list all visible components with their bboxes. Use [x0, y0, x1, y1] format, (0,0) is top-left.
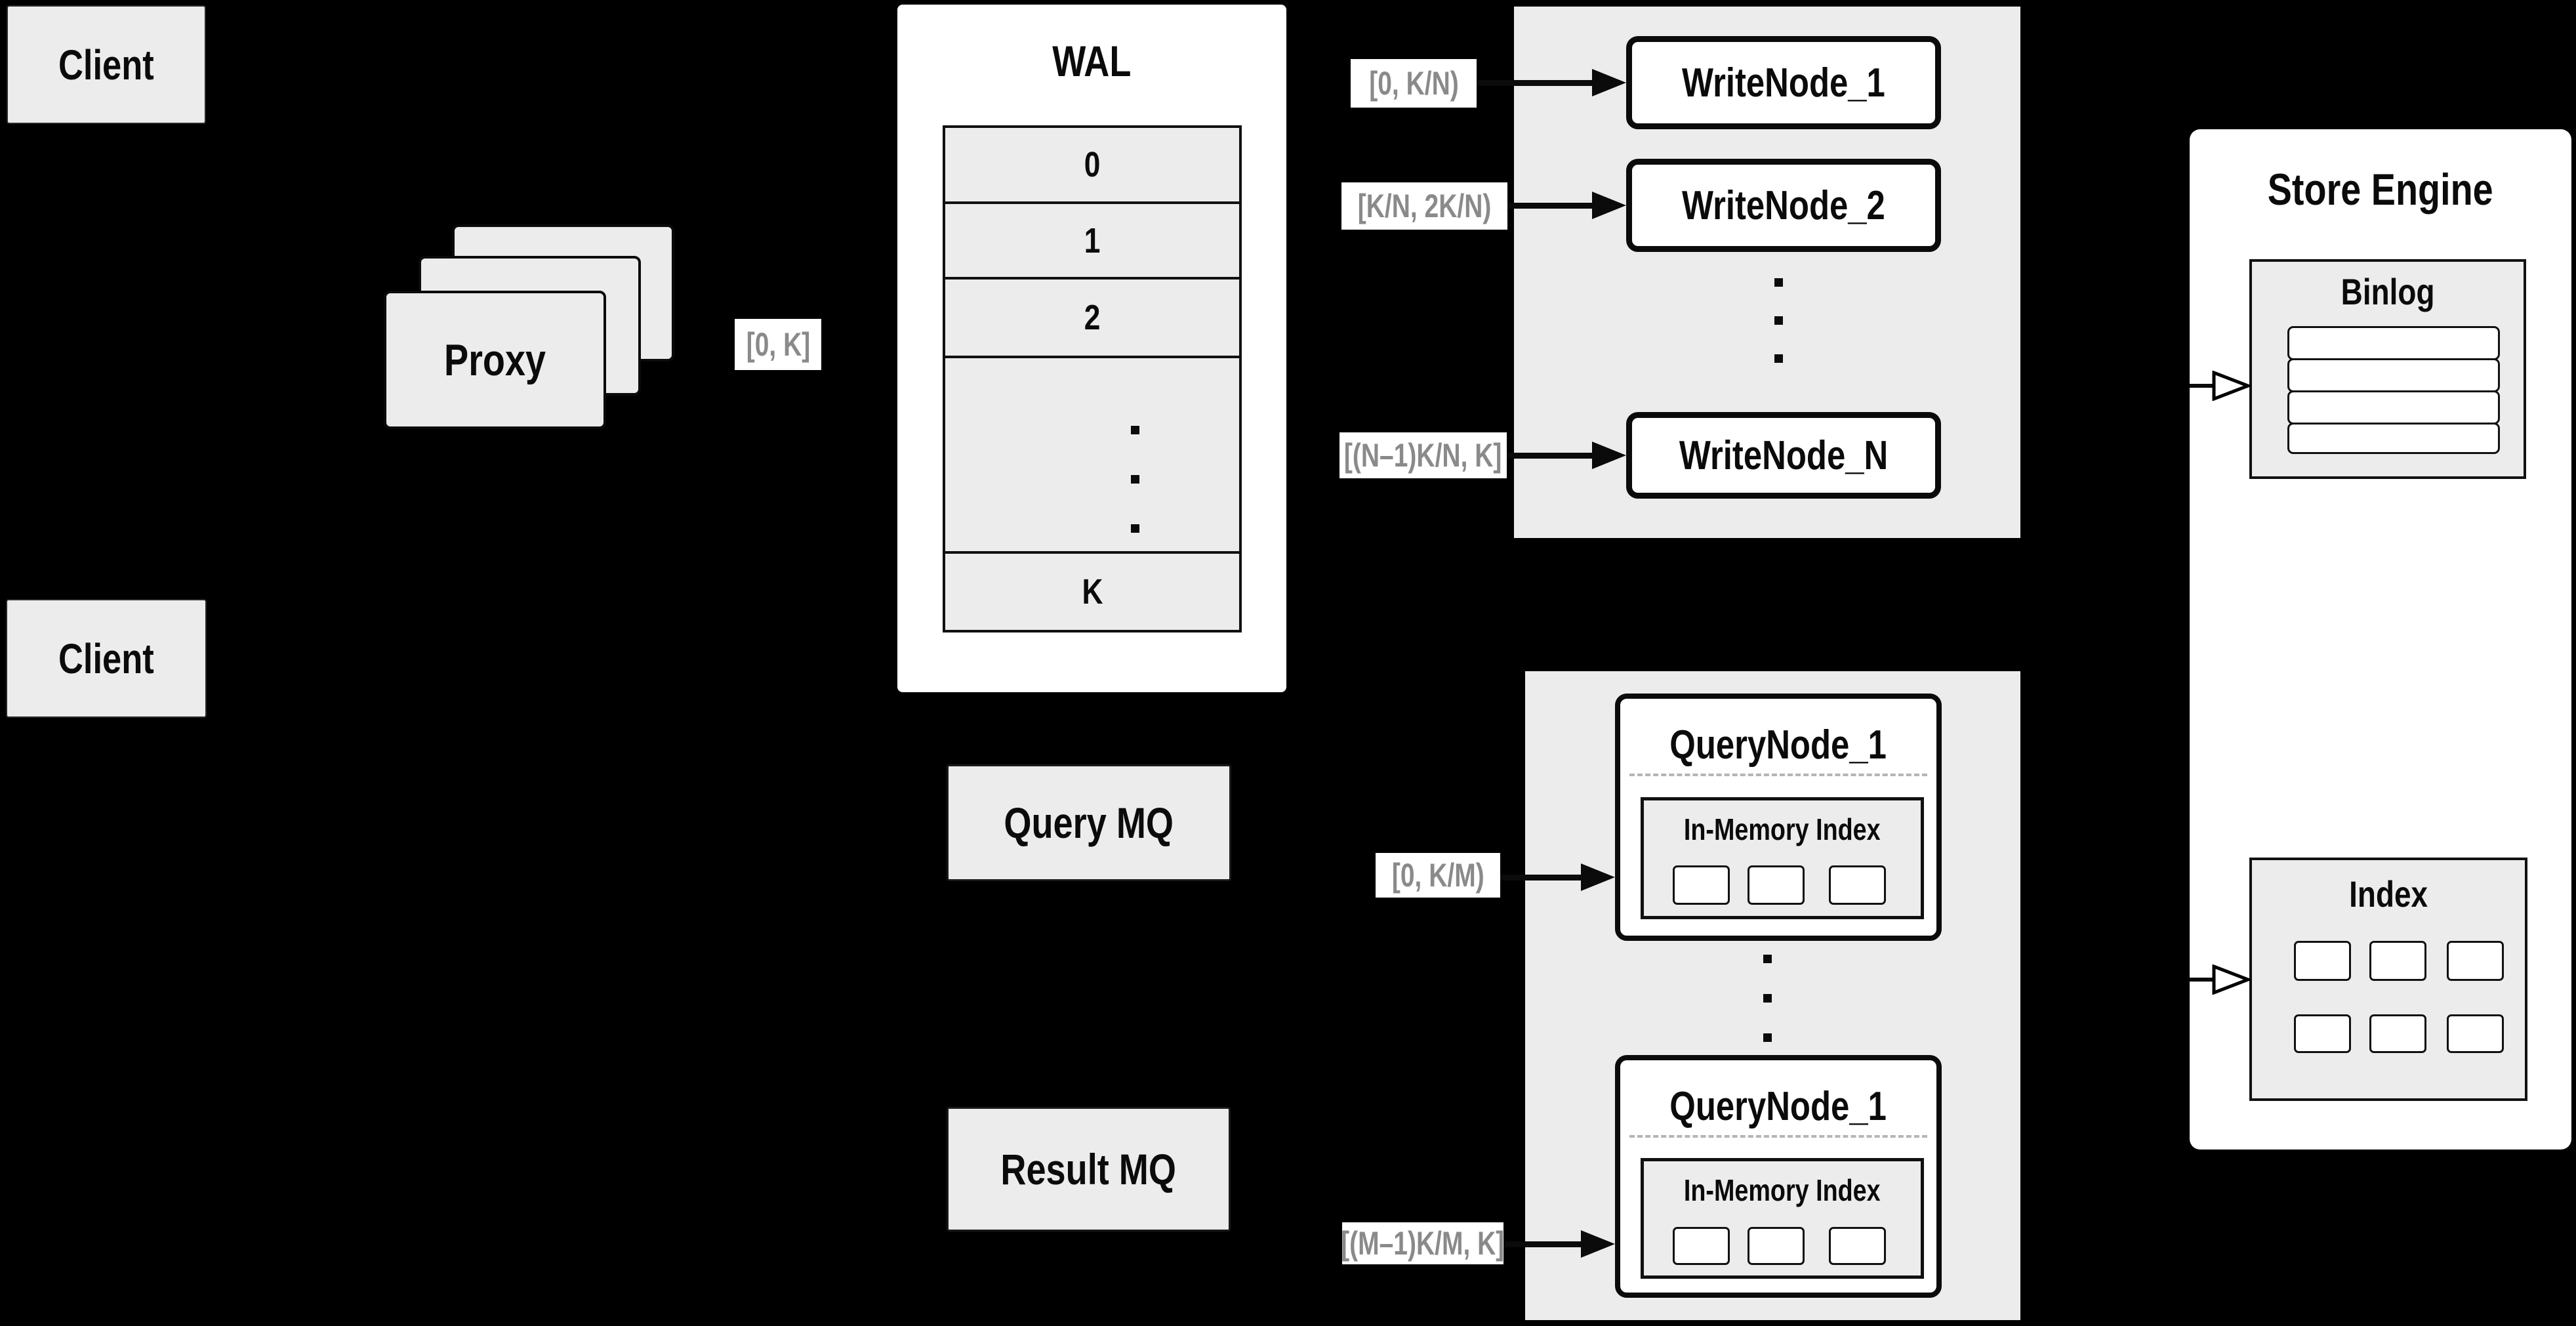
arrowhead-write-2-icon: [1592, 192, 1626, 219]
wal-panel: WAL 0 1 2 K: [897, 5, 1286, 692]
query-mq-box: Query MQ: [947, 764, 1231, 881]
client-box-top: Client: [7, 5, 206, 124]
index-slot: [2447, 1014, 2504, 1053]
in-memory-index-top-label: In-Memory Index: [1684, 812, 1881, 846]
query-node-bottom-title: QueryNode_1: [1669, 1083, 1887, 1129]
index-slot: [2294, 941, 2351, 981]
arrowhead-query-m-icon: [1581, 1230, 1615, 1258]
wal-segment-0: 0: [943, 125, 1242, 204]
write-node-n-box: WriteNode_N: [1626, 412, 1941, 499]
range-label-write-1: [0, K/N): [1351, 59, 1477, 108]
vertical-ellipsis-icon: [1131, 426, 1139, 434]
vertical-ellipsis-icon: [1763, 1033, 1772, 1042]
vertical-ellipsis-icon: [1763, 994, 1772, 1003]
index-title: Index: [2349, 873, 2428, 915]
range-label-query-1: [0, K/M): [1376, 853, 1500, 898]
query-node-top-title: QueryNode_1: [1669, 722, 1887, 768]
index-slot: [2369, 941, 2426, 981]
arrow-line-query-1: [1500, 875, 1581, 881]
vertical-ellipsis-icon: [1131, 524, 1139, 533]
binlog-box: Binlog: [2249, 259, 2526, 479]
wal-segment-k: K: [943, 551, 1242, 632]
vertical-ellipsis-icon: [1763, 955, 1772, 963]
arrow-line-write-1: [1477, 80, 1592, 86]
range-label-write-n: [(N–1)K/N, K]: [1339, 432, 1507, 478]
store-engine-title: Store Engine: [2268, 165, 2493, 215]
binlog-slot: [2287, 358, 2500, 392]
store-engine-panel: Store Engine Binlog Index: [2190, 129, 2571, 1150]
arrow-line-to-index: [2190, 978, 2213, 982]
index-slot: [2447, 941, 2504, 981]
in-memory-index-top-box: In-Memory Index: [1641, 797, 1924, 919]
vertical-ellipsis-icon: [1774, 316, 1783, 325]
wal-segment-2: 2: [943, 277, 1242, 358]
binlog-slot: [2287, 390, 2500, 425]
wal-segment-1: 1: [943, 201, 1242, 280]
wal-title: WAL: [1052, 37, 1132, 85]
arrowhead-query-1-icon: [1581, 863, 1615, 891]
query-node-bottom-divider: [1629, 1135, 1927, 1138]
arrow-line-write-n: [1507, 453, 1592, 459]
arrow-line-query-m: [1503, 1241, 1581, 1247]
in-memory-index-bottom-box: In-Memory Index: [1641, 1158, 1924, 1279]
range-label-write-2: [K/N, 2K/N): [1341, 182, 1507, 230]
proxy-label: Proxy: [444, 335, 546, 385]
query-node-bottom-box: QueryNode_1 In-Memory Index: [1615, 1055, 1942, 1298]
write-node-2-box: WriteNode_2: [1626, 159, 1941, 252]
proxy-card-front: Proxy: [384, 291, 606, 429]
query-node-top-box: QueryNode_1 In-Memory Index: [1615, 694, 1942, 941]
vertical-ellipsis-icon: [1774, 278, 1783, 287]
wal-segment-ellipsis-cell: [943, 356, 1242, 554]
binlog-slot: [2287, 326, 2500, 360]
client-top-label: Client: [58, 41, 154, 89]
arrow-line-to-binlog: [2190, 384, 2213, 388]
result-mq-box: Result MQ: [947, 1107, 1231, 1232]
range-label-proxy-out: [0, K]: [735, 319, 821, 370]
index-slot: [2294, 1014, 2351, 1053]
index-segment-icon: [1673, 865, 1730, 905]
index-segment-icon: [1829, 865, 1886, 905]
vertical-ellipsis-icon: [1774, 354, 1783, 363]
index-slot: [2369, 1014, 2426, 1053]
in-memory-index-bottom-label: In-Memory Index: [1684, 1173, 1881, 1207]
arrowhead-write-n-icon: [1592, 442, 1626, 469]
index-segment-icon: [1829, 1227, 1886, 1265]
index-segment-icon: [1748, 865, 1805, 905]
client-bottom-label: Client: [58, 634, 154, 682]
arrowhead-write-1-icon: [1592, 69, 1626, 96]
index-segment-icon: [1748, 1227, 1805, 1265]
index-box: Index: [2249, 858, 2527, 1101]
binlog-title: Binlog: [2341, 270, 2435, 312]
index-segment-icon: [1673, 1227, 1730, 1265]
vertical-ellipsis-icon: [1131, 475, 1139, 484]
open-arrowhead-index-icon: [2212, 964, 2251, 995]
query-node-top-divider: [1629, 774, 1927, 776]
open-arrowhead-binlog-icon: [2212, 371, 2251, 401]
range-label-query-m: [(M–1)K/M, K]: [1341, 1222, 1505, 1264]
binlog-slot: [2287, 423, 2500, 454]
arrow-line-write-2: [1507, 203, 1592, 209]
client-box-bottom: Client: [6, 599, 207, 718]
write-node-1-box: WriteNode_1: [1626, 36, 1941, 129]
